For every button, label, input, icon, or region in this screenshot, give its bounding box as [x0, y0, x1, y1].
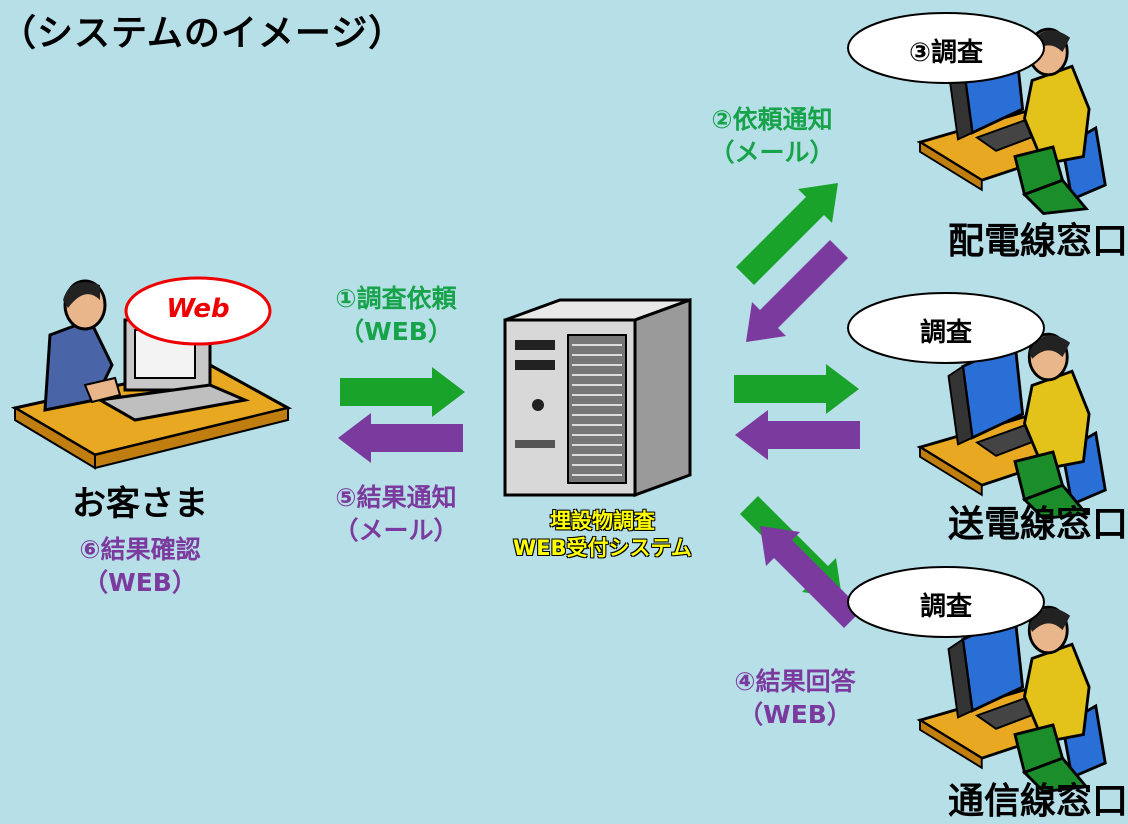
answer-label-sub: （WEB）	[738, 699, 852, 729]
answer-label: ④結果回答 （WEB）	[685, 666, 905, 731]
bubble-1-label: ③調査	[908, 38, 983, 68]
confirm-label: ⑥結果確認 （WEB）	[40, 534, 240, 599]
arrow-up-green	[736, 183, 838, 285]
request-arrow	[340, 367, 465, 417]
bubble-3	[847, 566, 1045, 638]
request-label-sub: （WEB）	[339, 316, 453, 346]
server-label: 埋設物調査 WEB受付システム	[465, 508, 740, 563]
server-label-line1: 埋設物調査	[550, 509, 655, 533]
answer-label-main: ④結果回答	[734, 667, 856, 696]
result-notify-label-main: ⑤結果通知	[335, 483, 457, 512]
arrow-up-purple	[746, 240, 848, 342]
server-label-line2: WEB受付システム	[513, 536, 692, 561]
confirm-label-main: ⑥結果確認	[79, 535, 201, 564]
bubble-1	[847, 12, 1045, 84]
page-title: （システムのイメージ）	[0, 13, 406, 54]
request-notify-label-main: ②依頼通知	[711, 105, 833, 134]
web-bubble	[124, 276, 272, 346]
request-label-main: ①調査依頼	[335, 284, 457, 313]
request-label: ①調査依頼 （WEB）	[296, 283, 496, 348]
window-1-label: 配電線窓口	[947, 221, 1128, 262]
arrow-down-purple	[760, 526, 862, 628]
request-notify-label-sub: （メール）	[709, 137, 835, 167]
arrow-mid-purple	[735, 410, 860, 460]
request-notify-label: ②依頼通知 （メール）	[662, 104, 882, 169]
bubble-3-label: 調査	[919, 592, 972, 622]
customer-label: お客さま	[72, 484, 208, 524]
confirm-label-sub: （WEB）	[83, 567, 197, 597]
server-illustration	[503, 297, 692, 498]
bubble-2	[847, 292, 1045, 364]
result-notify-arrow	[338, 413, 463, 463]
arrow-mid-green	[734, 364, 859, 414]
result-notify-label-sub: （メール）	[333, 515, 459, 545]
window-3-label: 通信線窓口	[947, 781, 1128, 822]
window-2-label: 送電線窓口	[947, 504, 1128, 545]
result-notify-label: ⑤結果通知 （メール）	[296, 482, 496, 547]
bubble-2-label: 調査	[919, 318, 972, 348]
web-bubble-label: Web	[166, 294, 230, 324]
